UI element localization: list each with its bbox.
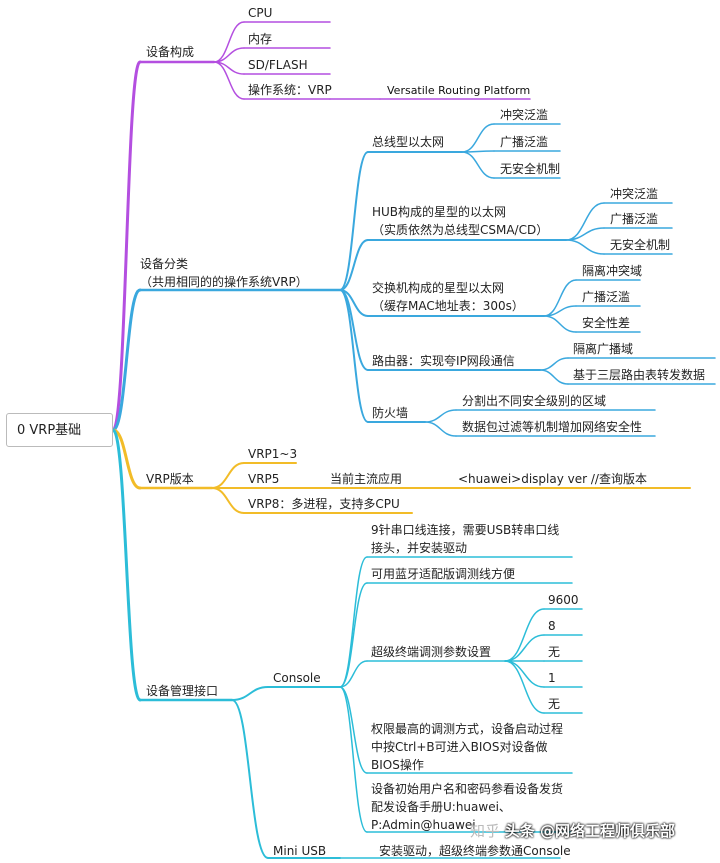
connector-param-0 <box>504 608 545 662</box>
node-vrp-version[interactable]: VRP版本 <box>146 472 194 486</box>
node-console-bios[interactable]: 权限最高的调测方式，设备启动过程 中按Ctrl+B可进入BIOS对设备做 BIO… <box>371 722 564 772</box>
connector-management <box>111 428 142 702</box>
node-cpu[interactable]: CPU <box>248 6 273 20</box>
connector-vrp8 <box>211 487 245 514</box>
node-router[interactable]: 路由器：实现夸IP网段通信 <box>372 354 515 368</box>
node-hub-c1[interactable]: 广播泛滥 <box>610 212 659 226</box>
node-switch-c2[interactable]: 安全性差 <box>582 316 631 330</box>
node-bus-c1[interactable]: 广播泛滥 <box>500 135 549 149</box>
node-mini-usb[interactable]: Mini USB <box>273 844 327 858</box>
connector-bus-c0 <box>461 123 495 153</box>
connector-bus <box>339 151 369 291</box>
connector-cpu <box>213 21 245 63</box>
connector-router-c0 <box>539 357 569 371</box>
node-console[interactable]: Console <box>273 671 321 685</box>
node-console-serial[interactable]: 9针串口线连接，需要USB转串口线 接头，并安装驱动 <box>371 523 560 555</box>
connector-console-params <box>339 660 368 688</box>
node-vrp-full[interactable]: Versatile Routing Platform <box>387 84 531 97</box>
node-switch-c1[interactable]: 广播泛滥 <box>582 290 631 304</box>
node-sd-flash[interactable]: SD/FLASH <box>248 58 308 72</box>
connector-param-4 <box>504 660 545 714</box>
connector-hub-c0 <box>565 202 605 241</box>
node-memory[interactable]: 内存 <box>248 32 273 46</box>
connector-switch-c2 <box>543 315 577 333</box>
connector-vrp13 <box>211 462 245 489</box>
connector-console-bluetooth <box>339 582 368 688</box>
node-console-bluetooth[interactable]: 可用蓝牙适配版调测线方便 <box>371 567 516 581</box>
node-display-ver[interactable]: <huawei>display ver //查询版本 <box>458 472 647 486</box>
node-os[interactable]: 操作系统：VRP <box>248 83 332 97</box>
connector-param-1 <box>504 634 545 662</box>
node-hub-c2[interactable]: 无安全机制 <box>610 238 671 252</box>
node-switch-ethernet[interactable]: 交换机构成的星型以太网 （缓存MAC地址表：300s） <box>372 281 524 313</box>
root-node[interactable]: 0 VRP基础 <box>6 413 113 447</box>
connector-console <box>231 686 269 701</box>
node-composition[interactable]: 设备构成 <box>146 45 195 59</box>
node-param-1[interactable]: 8 <box>548 619 556 633</box>
node-router-c1[interactable]: 基于三层路由表转发数据 <box>573 368 706 382</box>
node-console-credentials[interactable]: 设备初始用户名和密码参看设备发货 配发设备手册U:huawei、 P:Admin… <box>371 782 564 832</box>
connector-param-3 <box>504 660 545 688</box>
node-console-params[interactable]: 超级终端调测参数设置 <box>371 645 492 659</box>
connector-composition <box>111 60 142 432</box>
node-management[interactable]: 设备管理接口 <box>146 684 219 698</box>
node-mini-usb-driver[interactable]: 安装驱动，超级终端参数通Console <box>379 844 571 858</box>
connector-firewall-c1 <box>424 421 457 437</box>
node-switch-c0[interactable]: 隔离冲突域 <box>582 264 643 278</box>
node-mainstream[interactable]: 当前主流应用 <box>330 472 403 486</box>
connector-classification <box>111 288 142 432</box>
node-vrp8[interactable]: VRP8：多进程，支持多CPU <box>248 497 400 511</box>
connector-hub <box>339 239 369 291</box>
connector-firewall <box>339 289 369 423</box>
node-vrp13[interactable]: VRP1~3 <box>248 447 298 461</box>
watermark-main: 头条 @网络工程师俱乐部 <box>504 822 676 840</box>
connector-hub-c2 <box>565 239 605 255</box>
connector-console-credentials <box>339 686 368 833</box>
connector-firewall-c0 <box>424 409 457 423</box>
node-router-c0[interactable]: 隔离广播域 <box>573 342 634 356</box>
node-vrp5[interactable]: VRP5 <box>248 472 280 486</box>
watermark-prefix: 知乎 <box>470 822 505 840</box>
node-firewall[interactable]: 防火墙 <box>372 406 409 420</box>
node-hub-c0[interactable]: 冲突泛滥 <box>610 187 659 201</box>
node-bus-ethernet[interactable]: 总线型以太网 <box>372 135 445 149</box>
watermark: 知乎 头条 @网络工程师俱乐部 <box>470 822 675 840</box>
node-classification[interactable]: 设备分类 （共用相同的的操作系统VRP） <box>140 257 308 289</box>
node-firewall-c0[interactable]: 分割出不同安全级别的区域 <box>462 394 607 408</box>
node-firewall-c1[interactable]: 数据包过滤等机制增加网络安全性 <box>462 420 643 434</box>
connector-vrp-version <box>111 428 142 490</box>
node-hub-ethernet[interactable]: HUB构成的星型的以太网 （实质依然为总线型CSMA/CD） <box>372 205 549 237</box>
node-param-2[interactable]: 无 <box>548 645 561 659</box>
node-bus-c0[interactable]: 冲突泛滥 <box>500 108 549 122</box>
node-bus-c2[interactable]: 无安全机制 <box>500 162 561 176</box>
connector-os <box>213 61 245 100</box>
connector-bus-c2 <box>461 151 495 179</box>
connector-router-c1 <box>539 369 569 385</box>
connector-mini-usb <box>231 699 269 859</box>
node-param-0[interactable]: 9600 <box>548 593 579 607</box>
connector-console-serial <box>339 556 368 688</box>
node-param-4[interactable]: 无 <box>548 697 561 711</box>
node-param-3[interactable]: 1 <box>548 671 556 685</box>
